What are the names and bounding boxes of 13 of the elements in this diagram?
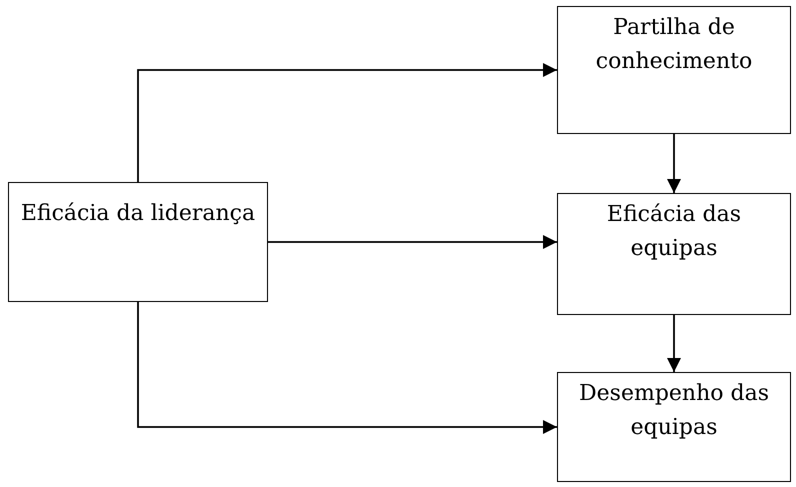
process-box (557, 6, 791, 134)
process-box (557, 193, 791, 315)
box-label: Desempenho das equipas (578, 380, 770, 442)
arrow (137, 63, 557, 182)
box-label: Eficácia das equipas (606, 201, 742, 263)
arrow (667, 315, 681, 372)
arrow (137, 302, 557, 434)
process-box (557, 372, 791, 482)
box-label: Eficácia da liderança (20, 200, 256, 228)
process-box (8, 182, 268, 302)
arrow (667, 134, 681, 193)
arrow (268, 235, 557, 249)
box-label: Partilha de conhecimento (594, 14, 754, 76)
